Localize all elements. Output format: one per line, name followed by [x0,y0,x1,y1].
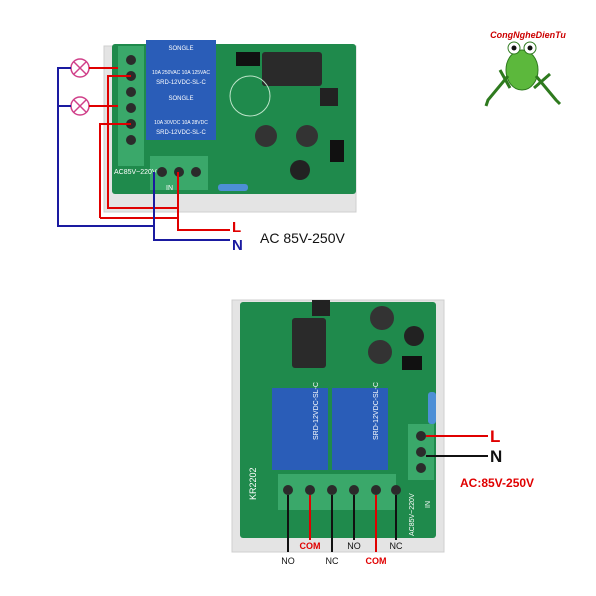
top-relay-1-rating: 10A 250VAC 10A 125VAC [152,70,210,76]
top-neutral-label: N [232,237,243,254]
terminal-label-6: NC [390,541,403,551]
terminal-label-5: COM [366,556,387,566]
bottom-relay-1-model: SRD-12VDC-SL-C [313,382,320,440]
bottom-output-screws [283,485,401,495]
frog-mascot-icon [484,41,562,107]
bottom-input-wires [426,435,488,457]
terminal-label-4: NO [347,541,361,551]
top-wires-blue [57,67,230,241]
bottom-line-label: L [490,427,500,446]
bottom-button [312,300,330,316]
bottom-board-in-label: IN [425,501,432,508]
bottom-capacitor-2 [368,340,392,364]
bottom-input-screw-1 [416,431,426,441]
bottom-ic [402,356,422,370]
top-relay-1 [146,40,216,88]
top-button [320,88,338,106]
bottom-capacitor-3 [404,326,424,346]
top-inductor [229,75,271,117]
top-antenna-coil [262,52,322,86]
top-input-screw-1 [157,167,167,177]
top-relay-2-brand: SONGLE [168,96,193,102]
bottom-relay-2-model: SRD-12VDC-SL-C [373,382,380,440]
top-resistor [218,184,248,191]
top-relay-2-model: SRD-12VDC-SL-C [156,130,206,136]
terminal-label-3: NC [326,556,339,566]
bottom-input-screw-2 [416,447,426,457]
watermark-text: CongNgheDienTu [490,30,566,40]
bottom-neutral-label: N [490,447,502,466]
top-relay-2-rating: 10A 30VDC 10A 28VDC [154,120,208,126]
top-board-in-label: IN [166,185,173,192]
bottom-board-terminal-text: AC85V~220V [409,493,416,536]
top-capacitor-3 [290,160,310,180]
bottom-supply-label: AC:85V-250V [460,476,534,490]
bottom-capacitor-1 [370,306,394,330]
top-ic [330,140,344,162]
top-relay-2 [146,88,216,140]
top-line-label: L [232,219,241,236]
top-board-terminal-text: AC85V~220V [114,169,157,176]
bottom-output-wires [287,495,397,552]
top-input-screw-3 [191,167,201,177]
top-wires-red [89,67,230,231]
bottom-antenna-coil [292,318,326,368]
bottom-relay-2 [332,388,388,470]
terminal-label-1: NO [281,556,295,566]
top-chip [236,52,260,66]
bottom-board-model: KR2202 [248,467,258,500]
top-supply-label: AC 85V-250V [260,230,345,246]
top-capacitor-1 [255,125,277,147]
lamp-icon-1 [70,58,90,78]
top-capacitor-2 [296,125,318,147]
bottom-resistor [428,392,436,424]
top-relay-1-model: SRD-12VDC-SL-C [156,80,206,86]
top-relay-1-brand: SONGLE [168,46,193,52]
bottom-relay-1 [272,388,328,470]
lamp-icon-2 [70,96,90,116]
bottom-input-screw-3 [416,463,426,473]
terminal-label-2: COM [300,541,321,551]
